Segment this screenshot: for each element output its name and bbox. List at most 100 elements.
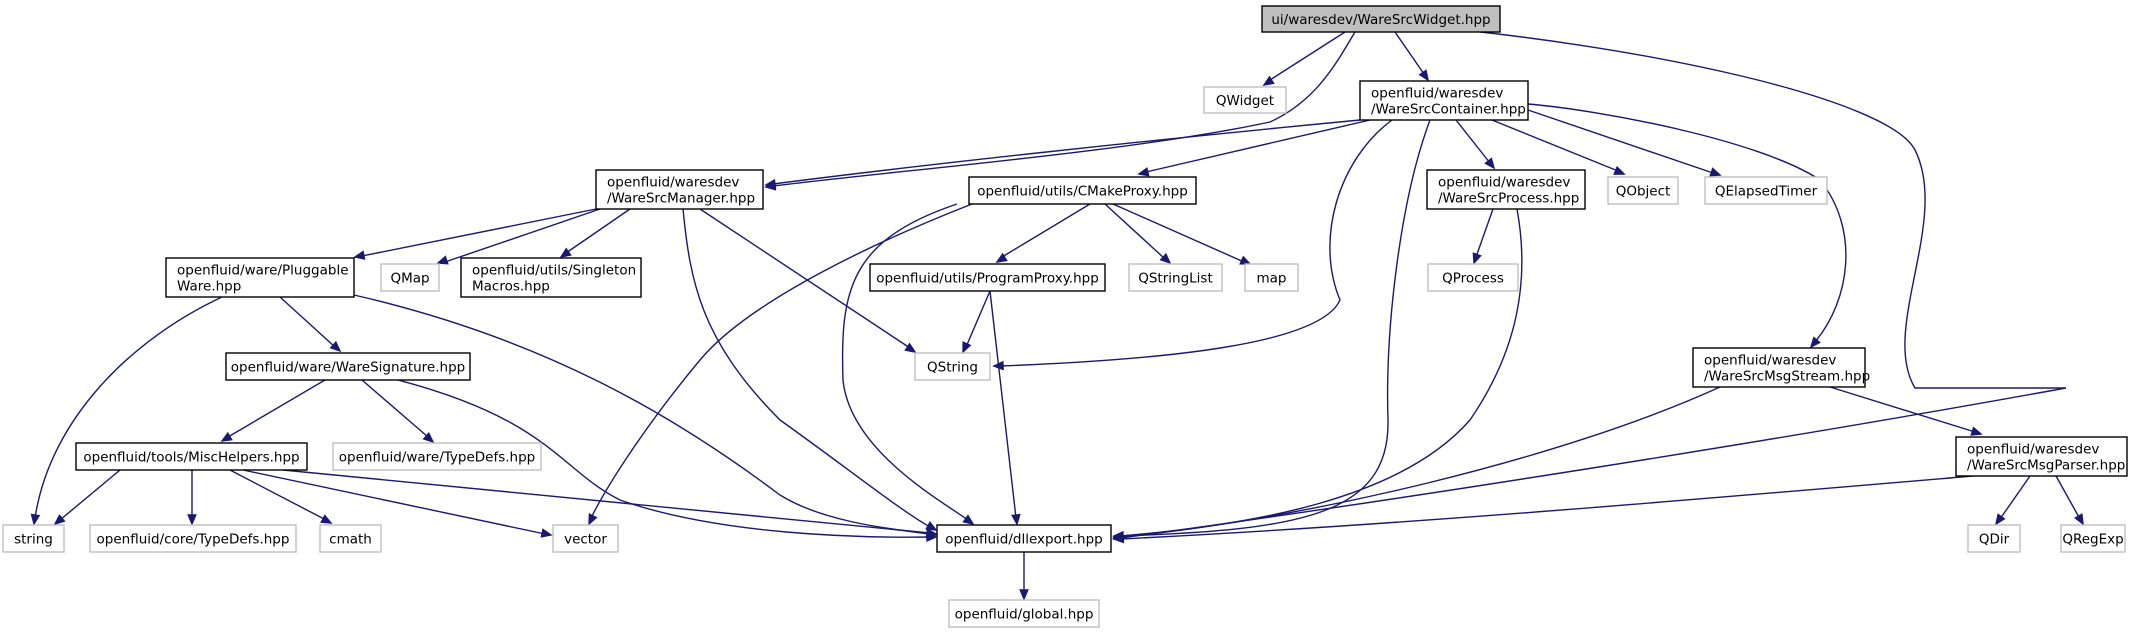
node-label: QObject	[1616, 184, 1671, 200]
edge-line	[361, 379, 429, 438]
node-box	[948, 599, 1100, 628]
node-label: openfluid/core/TypeDefs.hpp	[97, 532, 290, 548]
node-container[interactable]: openfluid/waresdev/WareSrcContainer.hpp	[1359, 80, 1529, 121]
node-label: openfluid/utils/CMakeProxy.hpp	[977, 184, 1188, 200]
node-qwidget[interactable]: QWidget	[1203, 86, 1287, 114]
edge-arrowhead	[962, 341, 972, 354]
edge-misc-to-string	[53, 469, 121, 526]
edge-line	[1120, 386, 1721, 538]
node-box	[1955, 436, 2128, 477]
edge-arrowhead	[1709, 167, 1722, 177]
node-qelapsed[interactable]: QElapsedTimer	[1704, 176, 1828, 205]
edge-line	[1112, 203, 1245, 263]
node-label: openfluid/utils/ProgramProxy.hpp	[876, 271, 1099, 287]
node-box	[968, 176, 1197, 205]
edge-line	[1120, 119, 1431, 537]
edge-line	[1475, 208, 1494, 258]
node-program[interactable]: openfluid/utils/ProgramProxy.hpp	[869, 263, 1106, 292]
edge-manager-to-qmap	[436, 208, 601, 265]
edge-arrowhead	[1994, 513, 2006, 526]
edge-container-to-qstring	[992, 119, 1393, 371]
edge-container-to-qobject	[1491, 119, 1626, 175]
edge-arrowhead	[1011, 513, 1021, 526]
edge-line	[361, 208, 597, 257]
node-box	[1203, 86, 1287, 114]
node-label: QProcess	[1442, 271, 1504, 287]
edge-pluggable-to-dllexport	[353, 294, 938, 539]
node-qregexp[interactable]: QRegExp	[2060, 524, 2126, 553]
node-box	[1244, 263, 1299, 292]
node-process[interactable]: openfluid/waresdev/WareSrcProcess.hpp	[1426, 169, 1586, 210]
node-qdir[interactable]: QDir	[1967, 524, 2021, 553]
edge-signature-to-waretypedefs	[361, 379, 435, 444]
node-waretypedefs[interactable]: openfluid/ware/TypeDefs.hpp	[332, 442, 542, 471]
node-label: Ware.hpp	[177, 279, 241, 295]
node-qstring[interactable]: QString	[914, 352, 991, 381]
node-misc[interactable]: openfluid/tools/MiscHelpers.hpp	[75, 442, 308, 471]
edge-arrowhead	[1112, 533, 1124, 544]
node-map[interactable]: map	[1244, 263, 1299, 292]
node-qobject[interactable]: QObject	[1607, 176, 1679, 205]
edge-line	[565, 208, 631, 254]
edge-line	[965, 290, 991, 348]
node-label: /WareSrcContainer.hpp	[1371, 102, 1526, 118]
edge-line	[282, 469, 931, 534]
node-dllexport[interactable]: openfluid/dllexport.hpp	[936, 524, 1112, 553]
edge-arrowhead	[353, 250, 366, 260]
edge-arrowhead	[1159, 252, 1172, 265]
edge-cmake-to-program	[995, 203, 1091, 263]
edge-msgstream-to-dllexport	[1112, 386, 1721, 542]
node-box	[1427, 263, 1519, 292]
edge-program-to-dllexport	[989, 290, 1021, 526]
node-label: openfluid/ware/WareSignature.hpp	[231, 360, 465, 376]
node-string[interactable]: string	[2, 524, 65, 553]
node-label: openfluid/global.hpp	[955, 607, 1094, 623]
node-qprocess[interactable]: QProcess	[1427, 263, 1519, 292]
node-qmap[interactable]: QMap	[380, 263, 440, 292]
node-label: QStringList	[1138, 271, 1213, 287]
edge-msgparser-to-qregexp	[2055, 475, 2084, 526]
edge-arrowhead	[329, 340, 342, 353]
node-qstringlist[interactable]: QStringList	[1128, 263, 1223, 292]
edge-misc-to-coretypedefs	[187, 470, 197, 526]
node-global[interactable]: openfluid/global.hpp	[948, 599, 1100, 628]
edge-line	[397, 379, 931, 538]
node-box	[89, 524, 297, 553]
edge-line	[989, 290, 1017, 519]
node-root[interactable]: ui/waresdev/WareSrcWidget.hpp	[1261, 5, 1501, 33]
edge-line	[841, 203, 969, 521]
node-box	[1692, 347, 1866, 388]
edge-line	[1491, 119, 1619, 172]
edge-misc-to-dllexport	[282, 469, 938, 538]
node-vector[interactable]: vector	[552, 524, 619, 553]
node-label: string	[14, 532, 53, 548]
node-cmath[interactable]: cmath	[319, 524, 382, 553]
node-box	[1359, 80, 1529, 121]
node-signature[interactable]: openfluid/ware/WareSignature.hpp	[225, 352, 471, 381]
edge-line	[682, 208, 931, 528]
edge-signature-to-misc	[220, 379, 326, 442]
node-coretypedefs[interactable]: openfluid/core/TypeDefs.hpp	[89, 524, 297, 553]
node-box	[552, 524, 619, 553]
edge-pluggable-to-signature	[279, 296, 342, 353]
edge-msgparser-to-qdir	[1994, 475, 2031, 526]
node-box	[1967, 524, 2021, 553]
node-manager[interactable]: openfluid/waresdev/WareSrcManager.hpp	[595, 169, 764, 210]
edge-process-to-qprocess	[1472, 208, 1494, 265]
edge-arrowhead	[764, 178, 777, 189]
edge-arrowhead	[1137, 167, 1150, 177]
edge-line	[1829, 386, 1976, 433]
edge-container-to-cmake	[1137, 119, 1371, 177]
edge-program-to-qstring	[962, 290, 991, 354]
node-cmake[interactable]: openfluid/utils/CMakeProxy.hpp	[968, 176, 1197, 205]
edge-line	[1394, 31, 1425, 75]
node-label: openfluid/waresdev	[1967, 442, 2099, 458]
edge-arrowhead	[540, 528, 553, 538]
node-msgparser[interactable]: openfluid/waresdev/WareSrcMsgParser.hpp	[1955, 436, 2128, 477]
edge-process-to-dllexport	[1112, 208, 1523, 541]
edge-line	[772, 119, 1361, 185]
node-box	[332, 442, 542, 471]
node-msgstream[interactable]: openfluid/waresdev/WareSrcMsgStream.hpp	[1692, 347, 1870, 388]
